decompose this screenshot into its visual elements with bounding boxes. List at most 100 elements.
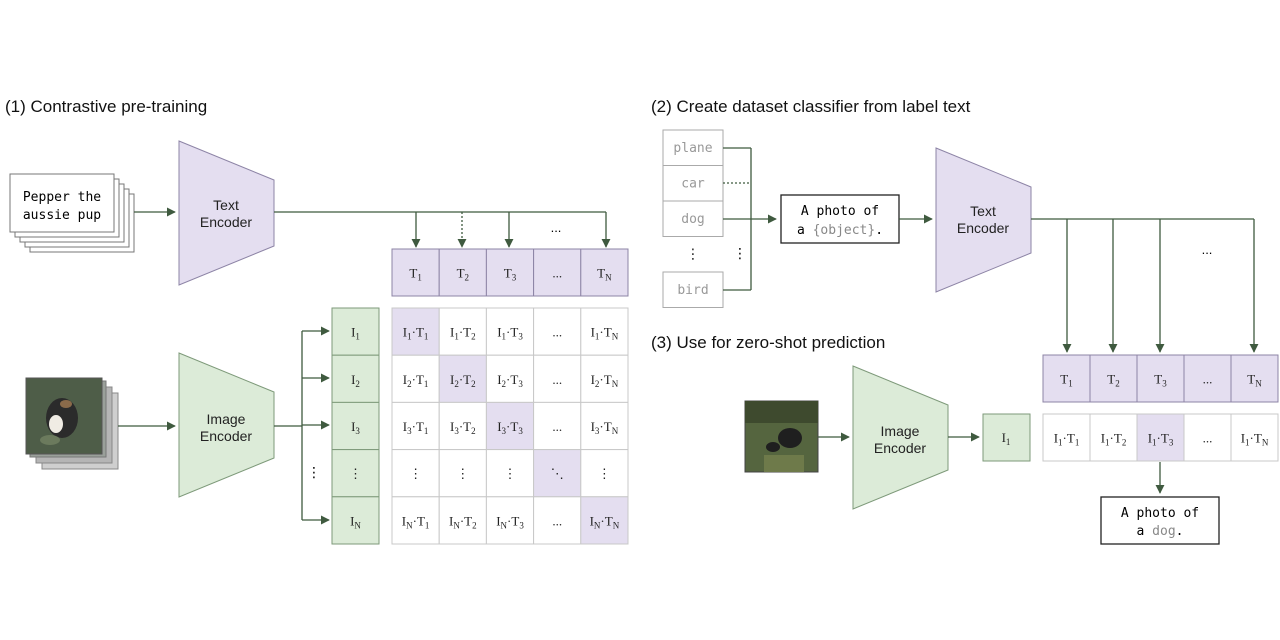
matrix-cell-label: I3·T3	[497, 419, 523, 436]
text-embedding-cell	[485, 248, 535, 297]
text-embedding-cell	[1230, 354, 1279, 403]
label-item	[662, 129, 724, 166]
text-embedding-cell	[1183, 354, 1232, 403]
image-embedding-cell	[331, 401, 380, 451]
matrix-cell-label: ⋮	[598, 466, 611, 481]
matrix-cell-label: IN·TN	[590, 513, 620, 530]
score-cell-label: I1·T2	[1101, 431, 1127, 448]
svg-text:Encoder: Encoder	[200, 428, 252, 444]
text-embedding-label: T2	[1107, 372, 1119, 389]
text-embedding-label: ...	[552, 266, 562, 281]
matrix-cell	[485, 496, 535, 545]
top-ellipsis-2: ...	[1202, 242, 1213, 257]
svg-text:a {object}.: a {object}.	[797, 223, 883, 238]
text-embedding-label: ...	[1203, 372, 1213, 387]
photo-icon	[744, 400, 819, 473]
matrix-cell-label: I2·T1	[403, 372, 429, 389]
text-embedding-label: TN	[1247, 372, 1262, 389]
matrix-cell	[580, 354, 629, 403]
svg-text:Encoder: Encoder	[957, 220, 1009, 236]
svg-text:Encoder: Encoder	[200, 214, 252, 230]
score-cell-label: I1·T3	[1148, 431, 1174, 448]
image-encoder-1: Image Encoder	[178, 352, 275, 498]
image-embedding-cell	[331, 496, 380, 545]
svg-text:Text: Text	[970, 203, 996, 219]
text-embedding-cell	[1136, 354, 1185, 403]
matrix-cell-diagonal	[533, 449, 582, 498]
matrix-cell-label: I2·T2	[450, 372, 476, 389]
matrix-cell	[533, 401, 582, 451]
text-embedding-label: T2	[457, 266, 469, 283]
matrix-cell-label: I1·T2	[450, 325, 476, 342]
label-item-text: dog	[681, 212, 704, 227]
score-cell-label: ...	[1203, 431, 1213, 446]
text-embedding-label: T1	[409, 266, 421, 283]
image-embedding-cell	[331, 354, 380, 403]
score-cell	[1089, 413, 1138, 462]
matrix-cell-diagonal	[438, 354, 487, 403]
label-item-text: car	[681, 177, 705, 192]
matrix-cell-label: I1·TN	[591, 325, 619, 342]
matrix-cell-label: ⋱	[551, 466, 564, 481]
text-input-line1: Pepper the	[23, 190, 101, 205]
matrix-cell-label: I3·T1	[403, 419, 429, 436]
svg-text:A photo of: A photo of	[1121, 506, 1199, 521]
matrix-cell-label: I2·TN	[591, 372, 619, 389]
matrix-cell-diagonal	[580, 496, 629, 545]
matrix-cell-label: ...	[552, 513, 562, 528]
image-embedding-label: I1	[351, 325, 360, 342]
svg-text:Image: Image	[207, 411, 246, 427]
text-embedding-label: T3	[504, 266, 517, 283]
text-encoder-1: Text Encoder	[178, 140, 275, 286]
photo-stack-icon	[25, 377, 119, 470]
text-embedding-label: T1	[1060, 372, 1072, 389]
text-embedding-label: T3	[1154, 372, 1167, 389]
text-embedding-cell	[580, 248, 629, 297]
image-embedding-label: ⋮	[349, 466, 362, 481]
matrix-cell	[438, 401, 487, 451]
text-embedding-row-2: T1 T2 T3... TN	[1042, 354, 1279, 403]
svg-text:Image: Image	[881, 423, 920, 439]
text-embedding-label: TN	[597, 266, 612, 283]
image-encoder-2: Image Encoder	[852, 365, 949, 510]
matrix-cell	[580, 307, 629, 356]
text-embedding-cell	[1042, 354, 1091, 403]
matrix-cell	[533, 496, 582, 545]
section2-heading: (2) Create dataset classifier from label…	[651, 97, 971, 116]
image-embedding-3: I1	[982, 413, 1031, 462]
image-embedding-label: I3	[351, 419, 360, 436]
label-item-text: bird	[677, 283, 708, 298]
text-encoder-2: Text Encoder	[935, 147, 1032, 293]
score-cell-label: I1·T1	[1054, 431, 1080, 448]
image-embedding-cell	[331, 449, 380, 498]
matrix-cell-label: ⋮	[409, 466, 422, 481]
text-embedding-row-1: T1 T2 T3... TN	[391, 248, 629, 297]
matrix-cell	[391, 496, 440, 545]
image-embedding-label: I2	[351, 372, 360, 389]
matrix-cell-label: ...	[552, 325, 562, 340]
matrix-cell	[580, 401, 629, 451]
prompt-template: A photo of a {object}.	[780, 194, 900, 244]
matrix-cell	[438, 449, 487, 498]
svg-text:A photo of: A photo of	[801, 204, 879, 219]
text-input-stack: Pepper the aussie pup	[9, 173, 135, 253]
matrix-cell-label: ⋮	[504, 466, 517, 481]
left-ellipsis-1: ⋮	[307, 464, 321, 480]
matrix-cell	[580, 449, 629, 498]
prediction-output: A photo of a dog.	[1100, 496, 1220, 545]
score-cell-label: I1·TN	[1241, 431, 1269, 448]
matrix-cell-label: ⋮	[456, 466, 469, 481]
section1-heading: (1) Contrastive pre-training	[5, 97, 207, 116]
matrix-cell-diagonal	[485, 401, 535, 451]
svg-text:Encoder: Encoder	[874, 440, 926, 456]
svg-text:I1: I1	[1002, 430, 1011, 447]
matrix-cell-label: I2·T3	[497, 372, 523, 389]
matrix-cell-label: IN·T2	[449, 513, 477, 530]
matrix-cell-label: I1·T3	[497, 325, 523, 342]
matrix-cell-label: IN·T3	[496, 513, 524, 530]
text-input-line2: aussie pup	[23, 208, 101, 223]
